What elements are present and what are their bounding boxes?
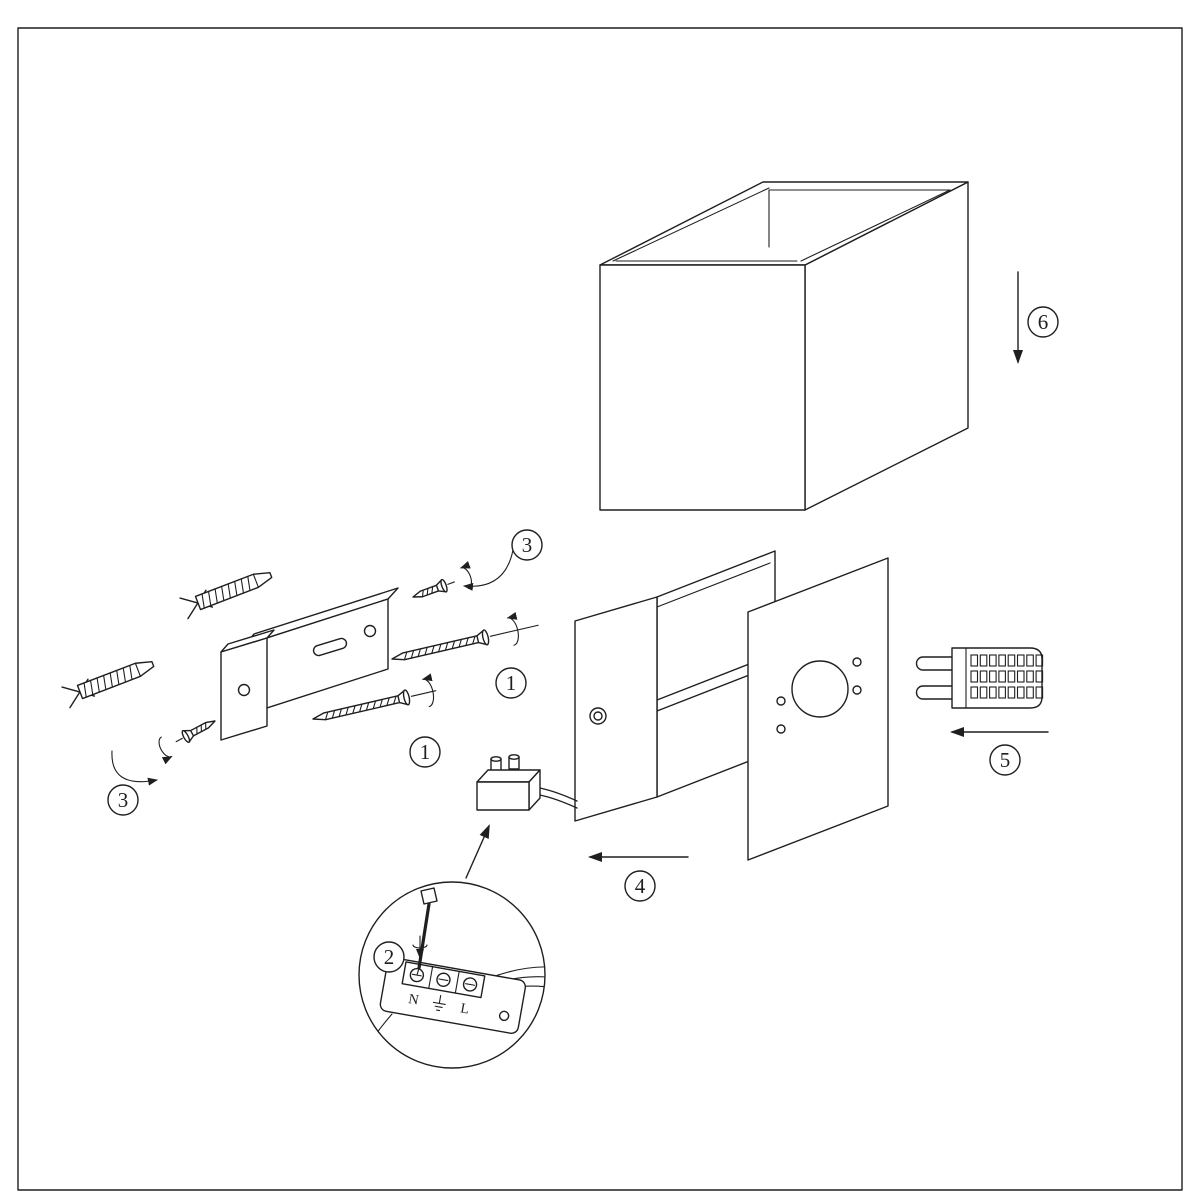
bulb-body (951, 647, 1043, 709)
turn-indicator (412, 935, 428, 959)
step-label-1-lower: 1 (409, 736, 441, 768)
screwdriver-handle (420, 887, 438, 905)
bulb-pin (915, 656, 953, 671)
rotation-loop (459, 561, 473, 590)
detail-pointer-arrow (465, 824, 490, 879)
terminal-block (476, 754, 541, 811)
flange-hole (237, 683, 251, 697)
step-label-1-upper: 1 (495, 667, 527, 699)
bracket-slot (312, 637, 348, 657)
wood-screw-lower (312, 673, 437, 721)
supply-wires (539, 787, 578, 809)
face-plate-hole (776, 696, 786, 706)
housing-back-plate (574, 596, 658, 822)
face-plate-hole (852, 685, 862, 695)
wood-screw-upper (391, 612, 539, 661)
terminal-front-face (476, 781, 530, 811)
live-marking: L (459, 1001, 470, 1017)
mounting-bracket (220, 587, 399, 741)
step-3-number: 3 (118, 788, 129, 812)
small-screw-left (158, 720, 216, 765)
step-5-number: 5 (1000, 748, 1011, 772)
rotation-loop (421, 673, 435, 708)
small-screw-top (412, 561, 473, 598)
shade-inner-opening (612, 187, 951, 262)
step-label-3-top: 3 (511, 529, 543, 561)
page-border (17, 27, 1183, 1191)
wall-anchor-lower (61, 661, 155, 709)
bracket-hole (363, 624, 377, 638)
earth-ground-icon (432, 994, 446, 1012)
step-2-number: 2 (384, 945, 395, 969)
step-label-2: 2 (373, 941, 405, 973)
rotation-loop (158, 736, 173, 765)
rotation-loop (506, 612, 519, 646)
bulb-pin (915, 685, 953, 700)
rotation-arc-top (463, 549, 514, 591)
lamp-housing (539, 550, 889, 861)
step-label-3-left: 3 (107, 784, 139, 816)
g9-bulb (915, 647, 1044, 709)
step-1-number: 1 (420, 740, 431, 764)
step-1-number: 1 (506, 671, 517, 695)
face-plate-hole (852, 657, 862, 667)
wall-anchor-upper (179, 572, 273, 620)
detail-plate-group: N L (379, 957, 545, 1034)
plate-hole (498, 1010, 510, 1022)
step-3-number: 3 (522, 533, 533, 557)
wiring-detail: N L 2 (358, 881, 546, 1069)
neutral-marking: N (407, 992, 420, 1009)
step-label-5: 5 (989, 744, 1021, 776)
rotation-arc-left (111, 750, 158, 786)
step-6-number: 6 (1038, 310, 1049, 334)
step-label-4: 4 (624, 870, 656, 902)
face-plate-hole (776, 724, 786, 734)
step-label-6: 6 (1027, 306, 1059, 338)
lamp-socket-hole (791, 660, 849, 718)
step-4-number: 4 (635, 874, 646, 898)
lampshade-cube (599, 181, 969, 511)
